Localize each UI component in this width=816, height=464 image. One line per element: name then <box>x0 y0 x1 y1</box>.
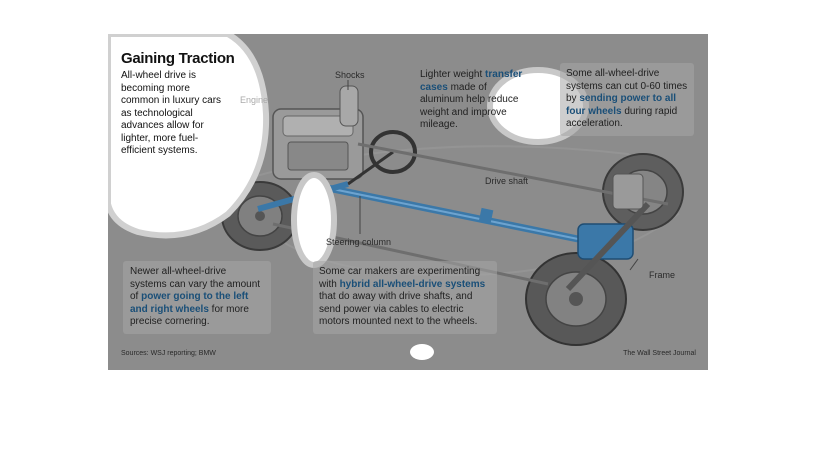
callout-transfer-text: Lighter weight <box>420 69 486 80</box>
credit-line: The Wall Street Journal <box>623 350 696 357</box>
label-frame: Frame <box>649 270 676 280</box>
callout-cornering: Newer all-wheel-drive systems can vary t… <box>123 261 271 334</box>
rear-differential <box>565 201 651 292</box>
callout-transfer-highlight: transfer cases <box>420 69 523 93</box>
callout-hybrid-text-end: that do away with drive shafts, and send… <box>319 291 478 327</box>
rear-suspension <box>612 173 644 210</box>
blob-steering <box>291 172 337 268</box>
callout-accel-text-end: during rapid acceleration. <box>566 105 678 130</box>
label-steering-column: Steering column <box>326 237 392 247</box>
callout-hybrid: Some car makers are experimenting with h… <box>313 261 497 334</box>
callout-accel-highlight: sending power to all four wheels <box>566 93 677 117</box>
title-blob <box>108 34 270 239</box>
callout-cornering-text: Newer all-wheel-drive systems can vary t… <box>130 266 261 302</box>
label-shocks: Shocks <box>335 70 365 80</box>
callout-hybrid-highlight: hybrid all-wheel-drive systems <box>339 278 486 290</box>
callout-acceleration: Some all-wheel-drive systems can cut 0-6… <box>560 63 694 136</box>
drivetrain-illustration <box>221 67 684 360</box>
infographic-panel: Shocks Engine Drive shaft Steering colum… <box>108 34 708 370</box>
callout-transfer-text-end: made of aluminum help reduce weight and … <box>420 81 519 131</box>
blob-bottom <box>410 344 434 360</box>
rear-left-wheel <box>525 252 627 346</box>
callout-transfer-case: Lighter weight transfer cases made of al… <box>414 65 536 136</box>
steering-wheel <box>347 130 417 186</box>
label-drive-shaft: Drive shaft <box>485 176 529 186</box>
callout-cornering-highlight: power going to the left and right wheels <box>130 291 249 315</box>
label-engine: Engine <box>240 95 269 105</box>
engine-block <box>272 108 364 180</box>
leader-lines <box>347 80 639 271</box>
infographic-intro: All-wheel drive is becoming more common … <box>121 70 222 156</box>
callout-hybrid-text: Some car makers are experimenting with <box>319 266 481 290</box>
infographic-title: Gaining Traction <box>121 50 235 67</box>
callout-accel-text: Some all-wheel-drive systems can cut 0-6… <box>566 68 688 104</box>
shock-absorber <box>339 85 359 127</box>
drive-shaft <box>307 180 579 243</box>
callout-cornering-text-end: for more precise cornering. <box>130 303 249 328</box>
sources-note: Sources: WSJ reporting; BMW <box>121 350 216 357</box>
